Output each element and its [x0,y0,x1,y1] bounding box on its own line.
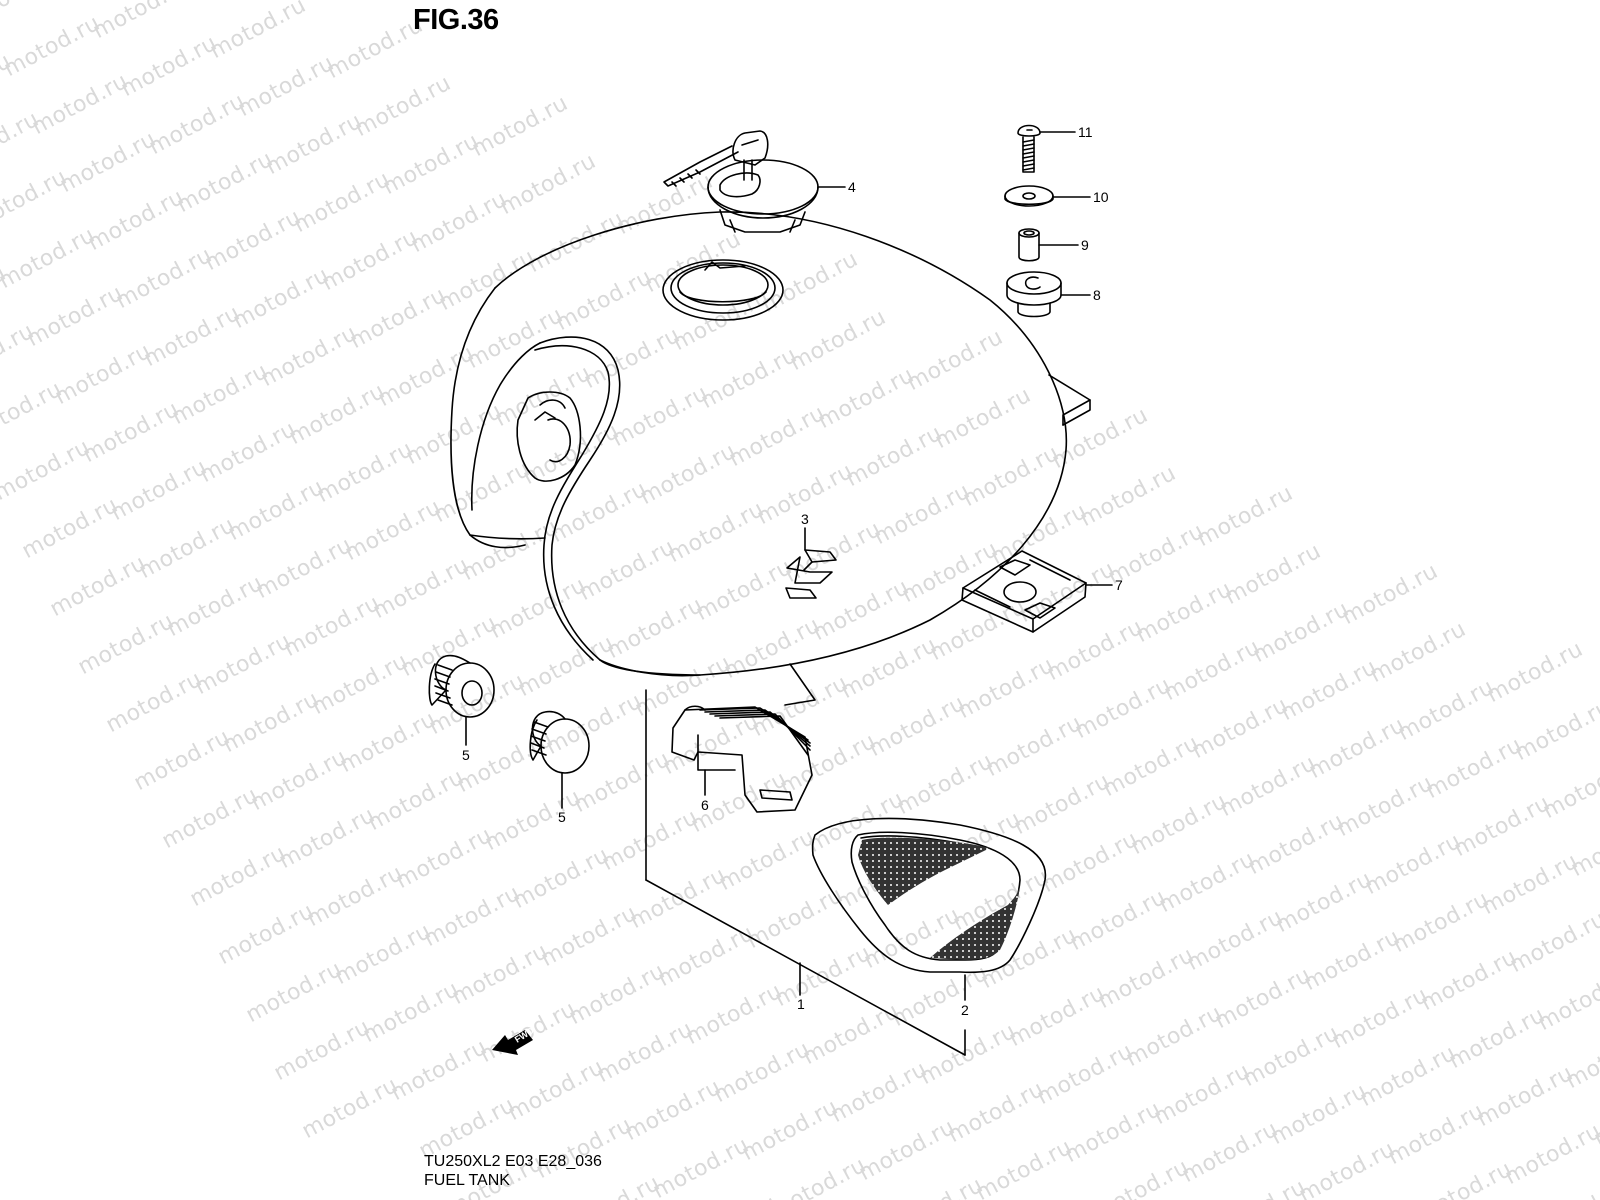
callout-2: 2 [961,1002,969,1018]
figure-footer: TU250XL2 E03 E28_036 FUEL TANK [424,1152,602,1190]
model-code: TU250XL2 E03 E28_036 [424,1153,602,1170]
callout-8: 8 [1093,287,1101,303]
knee-pad-mesh-upper [858,837,990,905]
bolt-part[interactable] [1017,124,1076,173]
callout-9: 9 [1081,237,1089,253]
cushion-left-part[interactable] [428,654,495,746]
fuel-cap-part[interactable] [663,130,846,233]
callout-10: 10 [1093,189,1109,205]
rear-mounting-cushion-part[interactable] [961,550,1113,633]
callout-6: 6 [701,797,709,813]
emblem-part[interactable] [785,527,837,599]
callout-3: 3 [801,511,809,527]
callout-4: 4 [848,179,856,195]
collar-part[interactable] [1018,228,1079,262]
callout-7: 7 [1115,577,1123,593]
fuel-tank-part[interactable] [450,211,1091,706]
grommet-part[interactable] [1006,271,1091,318]
figure-title: FIG.36 [413,4,499,36]
knee-pad-mesh-lower [930,885,1020,960]
callout-5a: 5 [462,747,470,763]
fwd-arrow-icon [492,1030,533,1055]
callout-1: 1 [797,996,805,1012]
callout-11: 11 [1078,124,1093,140]
callout-5b: 5 [558,809,566,825]
callout-1-leader [645,689,966,1056]
washer-part[interactable] [1004,185,1091,207]
figure-caption: FUEL TANK [424,1172,510,1189]
cushion-right-part[interactable] [529,710,590,809]
rear-clip-part[interactable] [671,705,813,813]
